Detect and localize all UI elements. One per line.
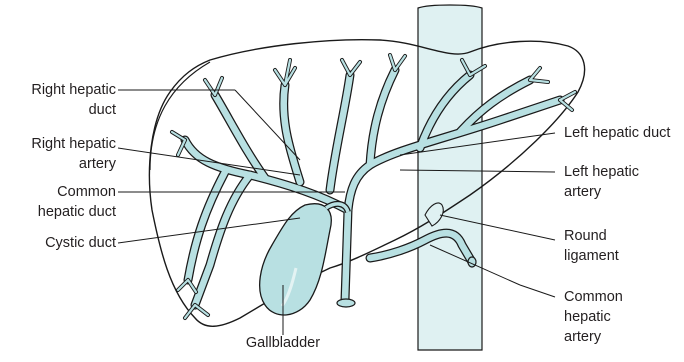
label-round-ligament: Round ligament [564,226,682,266]
label-line: Gallbladder [228,333,338,353]
label-line: Right hepatic [6,134,116,154]
common-hepatic-duct-opening [337,299,355,307]
label-line: duct [6,100,116,120]
label-right-hepatic-duct: Right hepatic duct [6,80,116,120]
label-common-hepatic-duct: Common hepatic duct [6,182,116,222]
label-line: hepatic duct [6,202,116,222]
label-common-hepatic-artery: Common hepatic artery [564,287,682,347]
label-line: Right hepatic [6,80,116,100]
label-line: Common [564,287,682,307]
label-line: Round [564,226,682,246]
label-line: ligament [564,246,682,266]
label-line: Left hepatic duct [564,123,682,143]
label-left-hepatic-artery: Left hepatic artery [564,162,682,202]
label-line: hepatic [564,307,682,327]
label-right-hepatic-artery: Right hepatic artery [6,134,116,174]
label-line: Common [6,182,116,202]
label-cystic-duct: Cystic duct [6,233,116,253]
label-left-hepatic-duct: Left hepatic duct [564,123,682,143]
label-line: artery [564,327,682,347]
label-gallbladder: Gallbladder [228,333,338,353]
label-line: Left hepatic [564,162,682,182]
label-line: Cystic duct [6,233,116,253]
label-line: artery [564,182,682,202]
label-line: artery [6,154,116,174]
